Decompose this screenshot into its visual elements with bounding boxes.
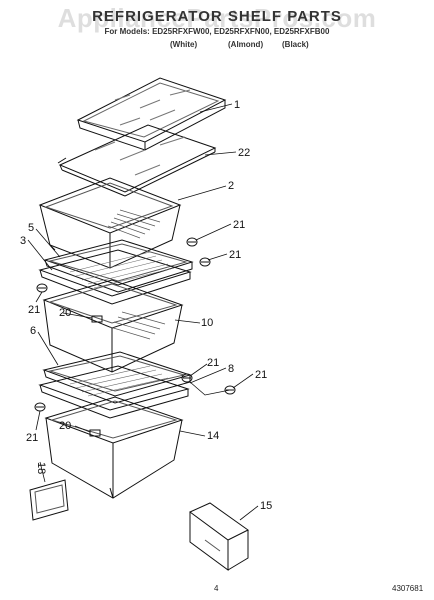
callout-22: 22: [238, 147, 250, 159]
screw-21f: [34, 402, 46, 412]
screw-21a: [186, 237, 198, 247]
color-label-almond: (Almond): [228, 40, 264, 49]
leader-lines: [27, 103, 259, 521]
page-number: 4: [214, 584, 219, 593]
callout-21e: 21: [255, 369, 267, 381]
part-22-glass-panel: [57, 124, 217, 197]
document-number: 4307681: [392, 584, 424, 593]
callout-1: 1: [234, 99, 240, 111]
callout-21f: 21: [26, 432, 38, 444]
screw-21b: [199, 257, 211, 267]
clip-20a: [91, 315, 103, 323]
part-14-crisper-pan: [44, 396, 184, 499]
model-list: For Models: ED25RFXFW00, ED25RFXFN00, ED…: [104, 27, 330, 36]
part-15-bin: [189, 502, 249, 571]
callout-20b: 20: [59, 420, 71, 432]
callout-21a: 21: [233, 219, 245, 231]
callouts: 1 22 2 5 3 21 21 21 20 10 6 21 8 21 21 2…: [20, 99, 272, 512]
clip-20b: [89, 429, 101, 437]
part-1-glass-shelf: [76, 77, 227, 151]
callout-21b: 21: [229, 249, 241, 261]
callout-8: 8: [228, 363, 234, 375]
part-8-cover-frame: [38, 351, 192, 419]
callout-5: 5: [28, 222, 34, 234]
callout-10: 10: [201, 317, 213, 329]
callout-21d: 21: [207, 357, 219, 369]
fasteners: [34, 237, 236, 437]
part-10-crisper-pan: [42, 279, 184, 373]
screw-21d: [181, 373, 193, 383]
color-label-white: (White): [170, 40, 198, 49]
callout-3: 3: [20, 235, 26, 247]
watermark: AppliancePartsPros.com: [57, 3, 377, 33]
callout-15: 15: [260, 500, 272, 512]
screw-21c: [36, 283, 48, 293]
callout-14: 14: [207, 430, 219, 442]
callout-2: 2: [228, 180, 234, 192]
part-18-label: [29, 479, 69, 521]
part-2-crisper-pan: [38, 177, 182, 269]
part-3-cover-frame: [38, 239, 194, 305]
color-label-black: (Black): [282, 40, 309, 49]
callout-20a: 20: [59, 307, 71, 319]
callout-21c: 21: [28, 304, 40, 316]
callout-6: 6: [30, 325, 36, 337]
page-title: REFRIGERATOR SHELF PARTS: [92, 8, 342, 25]
callout-18: 18: [35, 462, 47, 474]
